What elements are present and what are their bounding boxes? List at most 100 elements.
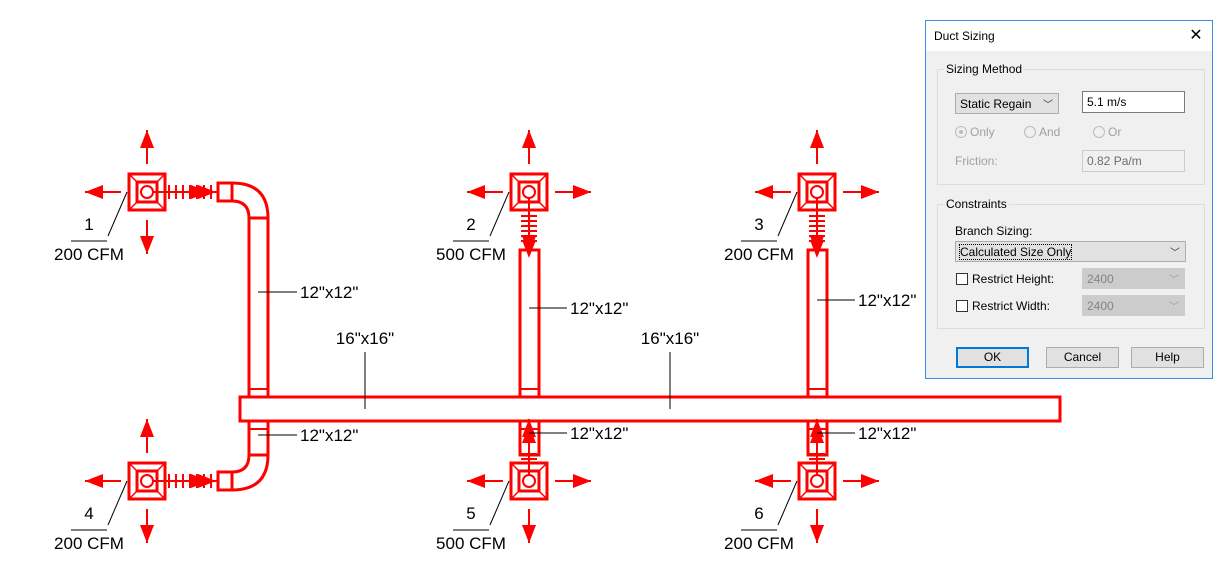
flow-arrow-icon — [810, 240, 824, 258]
velocity-input[interactable]: 5.1 m/s — [1082, 91, 1185, 113]
diffuser-collar-icon — [810, 185, 824, 199]
radio-icon — [1093, 126, 1105, 138]
terminal-number: 6 — [754, 504, 763, 523]
close-icon[interactable]: ✕ — [1189, 27, 1203, 44]
sizing-method-label: Sizing Method — [944, 62, 1025, 76]
diffuser-corner-lines — [798, 462, 836, 500]
diffuser-collar-icon — [522, 474, 536, 488]
terminal-number: 1 — [84, 215, 93, 234]
leader-line — [107, 191, 128, 237]
branch-size-label: 12"x12" — [858, 291, 916, 310]
air-terminal-4[interactable] — [85, 419, 218, 543]
terminal-number: 3 — [754, 215, 763, 234]
restrict-height-checkbox[interactable]: Restrict Height: — [956, 272, 1054, 286]
radio-and[interactable]: And — [1024, 125, 1060, 139]
air-terminal-3[interactable] — [755, 130, 879, 258]
arrow-head-icon — [573, 185, 591, 199]
radio-selected-icon — [955, 126, 967, 138]
ok-button[interactable]: OK — [956, 347, 1029, 368]
restrict-width-label: Restrict Width: — [972, 299, 1051, 313]
arrow-head-icon — [861, 474, 879, 488]
branch-size-label: 12"x12" — [858, 424, 916, 443]
radio-only-label: Only — [970, 125, 995, 139]
checkbox-icon — [956, 300, 968, 312]
branch-duct-top — [518, 248, 541, 399]
leader-line — [777, 480, 798, 526]
chevron-down-icon: ﹀ — [1169, 302, 1179, 313]
branch-duct-bottom — [247, 419, 270, 457]
chevron-down-icon: ﹀ — [1170, 248, 1180, 259]
terminal-airflow: 200 CFM — [54, 534, 124, 553]
arrow-head-icon — [85, 474, 103, 488]
dialog-titlebar[interactable]: Duct Sizing ✕ — [926, 21, 1212, 51]
sizing-method-select[interactable]: Static Regain﹀ — [955, 93, 1059, 114]
arrow-head-icon — [467, 474, 485, 488]
leader-line — [777, 191, 798, 237]
flow-arrow-icon — [522, 240, 536, 258]
radio-or[interactable]: Or — [1093, 125, 1121, 139]
air-terminal-6[interactable] — [755, 419, 879, 543]
arrow-head-icon — [573, 474, 591, 488]
help-button[interactable]: Help — [1131, 347, 1204, 368]
diffuser-corner-lines — [510, 462, 548, 500]
sizing-method-value: Static Regain — [960, 97, 1032, 111]
flow-arrow-icon — [198, 474, 216, 488]
diffuser-collar-icon — [810, 474, 824, 488]
restrict-height-label: Restrict Height: — [972, 272, 1055, 286]
restrict-width-checkbox[interactable]: Restrict Width: — [956, 299, 1050, 313]
restrict-height-select[interactable]: 2400﹀ — [1082, 268, 1185, 289]
terminal-number: 2 — [466, 215, 475, 234]
branch-duct-top — [247, 216, 270, 399]
diffuser-corner-lines — [510, 173, 548, 211]
branch-size-label: 12"x12" — [300, 283, 358, 302]
arrow-head-icon — [467, 185, 485, 199]
diffuser-corner-lines — [798, 173, 836, 211]
main-size-label: 16"x16" — [336, 329, 394, 348]
diffuser-collar-icon — [522, 185, 536, 199]
branch-sizing-select[interactable]: Calculated Size Only ﹀ — [955, 241, 1186, 262]
air-terminal-2[interactable] — [467, 130, 591, 258]
diffuser-corner-lines — [128, 173, 166, 211]
branch-size-label: 12"x12" — [570, 299, 628, 318]
duct-sizing-dialog: Duct Sizing ✕ Sizing Method Static Regai… — [925, 20, 1213, 379]
cancel-button[interactable]: Cancel — [1046, 347, 1119, 368]
leader-line — [489, 191, 510, 237]
constraints-group: Constraints — [937, 197, 1205, 329]
radio-only[interactable]: Only — [955, 125, 995, 139]
branch-size-label: 12"x12" — [570, 424, 628, 443]
flow-arrow-icon — [198, 185, 216, 199]
friction-input[interactable]: 0.82 Pa/m — [1082, 150, 1185, 172]
leader-line — [107, 480, 128, 526]
arrow-head-icon — [140, 525, 154, 543]
arrow-head-icon — [810, 525, 824, 543]
terminal-airflow: 200 CFM — [724, 534, 794, 553]
terminal-airflow: 200 CFM — [54, 245, 124, 264]
checkbox-icon — [956, 273, 968, 285]
constraints-label: Constraints — [944, 197, 1009, 211]
branch-sizing-value: Calculated Size Only — [958, 244, 1073, 260]
diffuser-corner-lines — [128, 462, 166, 500]
main-size-label: 16"x16" — [641, 329, 699, 348]
terminal-number: 5 — [466, 504, 475, 523]
leader-line — [489, 480, 510, 526]
branch-size-label: 12"x12" — [300, 426, 358, 445]
arrow-head-icon — [522, 130, 536, 148]
radio-or-label: Or — [1108, 125, 1122, 139]
arrow-head-icon — [861, 185, 879, 199]
arrow-head-icon — [140, 419, 154, 437]
air-terminal-1[interactable] — [85, 130, 218, 254]
sizing-method-group: Sizing Method — [937, 62, 1205, 185]
flow-arrow-icon — [810, 425, 824, 443]
chevron-down-icon: ﹀ — [1169, 275, 1179, 286]
restrict-width-select[interactable]: 2400 ﹀ — [1082, 295, 1185, 316]
radio-icon — [1024, 126, 1036, 138]
restrict-width-value: 2400 — [1087, 299, 1114, 313]
elbow-collar — [216, 470, 234, 492]
flow-arrow-icon — [522, 425, 536, 443]
arrow-head-icon — [85, 185, 103, 199]
arrow-head-icon — [140, 236, 154, 254]
branch-sizing-label: Branch Sizing: — [955, 224, 1033, 238]
diffuser-collar-icon — [140, 474, 154, 488]
dialog-title: Duct Sizing — [934, 29, 995, 43]
